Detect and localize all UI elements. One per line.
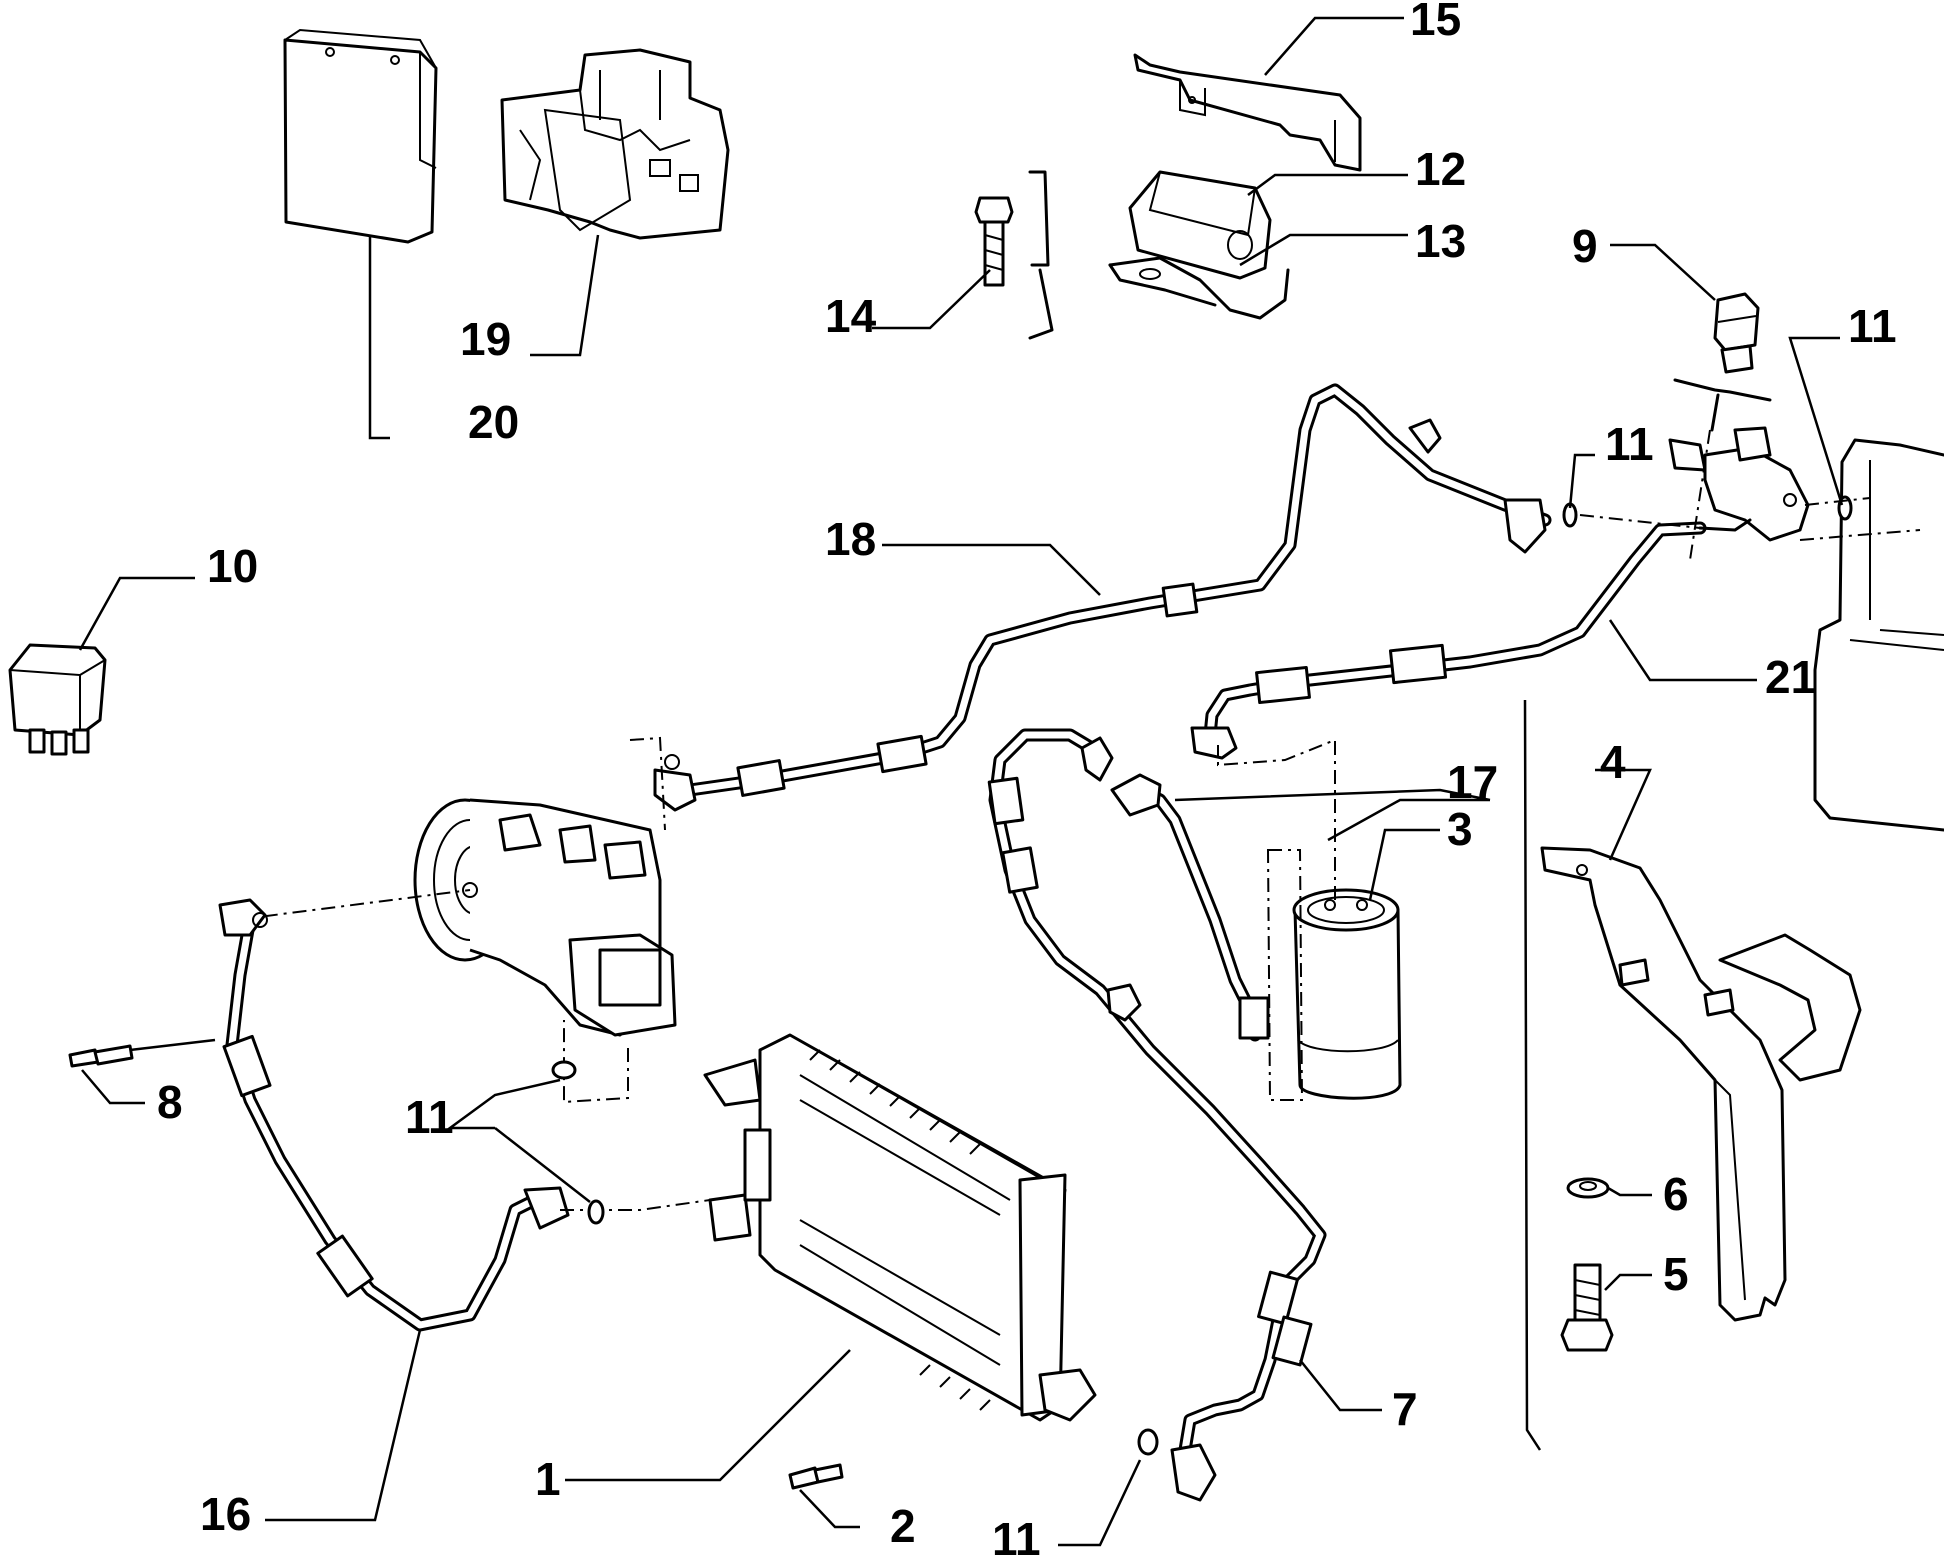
bolt-2: [788, 1463, 844, 1490]
callout-18: 18: [825, 513, 876, 565]
ac-compressor: [413, 798, 677, 1037]
callout-21: 21: [1765, 651, 1816, 703]
callout-17: 17: [1447, 756, 1498, 808]
rubber-block: [1128, 170, 1272, 280]
callout-4: 4: [1600, 736, 1626, 788]
bolt-m8: [974, 196, 1014, 287]
pipe-16: [218, 898, 570, 1332]
pipe-18: [653, 383, 1552, 812]
callout-11-pipe21: 11: [1605, 418, 1654, 470]
callout-11-compressor: 11: [405, 1091, 454, 1143]
callout-1: 1: [535, 1453, 561, 1505]
callout-2: 2: [890, 1500, 916, 1552]
pipe-17: [1110, 773, 1270, 1042]
bolt-5: [1560, 1263, 1614, 1352]
pipe-21: [1190, 521, 1707, 760]
receiver-drier: [1292, 888, 1402, 1100]
callout-14: 14: [825, 290, 877, 342]
callout-12: 12: [1415, 143, 1466, 195]
callout-8: 8: [157, 1076, 183, 1128]
callout-11-bottom: 11: [992, 1513, 1041, 1559]
o-ring-seal-pipe7: [1137, 1428, 1159, 1456]
pipe-clamp: [1108, 256, 1290, 320]
o-ring-seal-condenser: [587, 1199, 605, 1225]
pipe-fitting-block: [1668, 426, 1810, 542]
bolt-m8-8: [68, 1044, 134, 1068]
callout-11-top-right: 11: [1848, 300, 1897, 352]
drier-bracket: [1540, 846, 1862, 1322]
callout-10: 10: [207, 540, 258, 592]
callout-7: 7: [1392, 1383, 1418, 1435]
leader-lines: [78, 16, 1844, 1547]
callout-20: 20: [468, 396, 519, 448]
callout-3: 3: [1447, 803, 1473, 855]
mounting-bracket: [500, 48, 730, 240]
pipe-7: [987, 728, 1327, 1502]
condenser: [703, 1033, 1097, 1422]
callout-6: 6: [1663, 1168, 1689, 1220]
vehicle-body-outline: [1813, 438, 1944, 832]
nut-6: [1566, 1177, 1610, 1199]
mounting-strap: [1133, 53, 1362, 172]
o-ring-seal-compressor: [551, 1060, 577, 1080]
callout-15: 15: [1410, 0, 1461, 45]
relay: [8, 643, 107, 756]
pressure-switch: [1713, 292, 1760, 374]
callout-5: 5: [1663, 1248, 1689, 1300]
callout-16: 16: [200, 1488, 251, 1540]
callout-9: 9: [1572, 220, 1598, 272]
callout-13: 13: [1415, 215, 1466, 267]
callout-19: 19: [460, 313, 511, 365]
callout-labels: 1 2 3 4 5 6 7 8 9 10 11 11 11 11 12 13 1…: [157, 0, 1897, 1559]
control-unit-box: [283, 28, 438, 244]
